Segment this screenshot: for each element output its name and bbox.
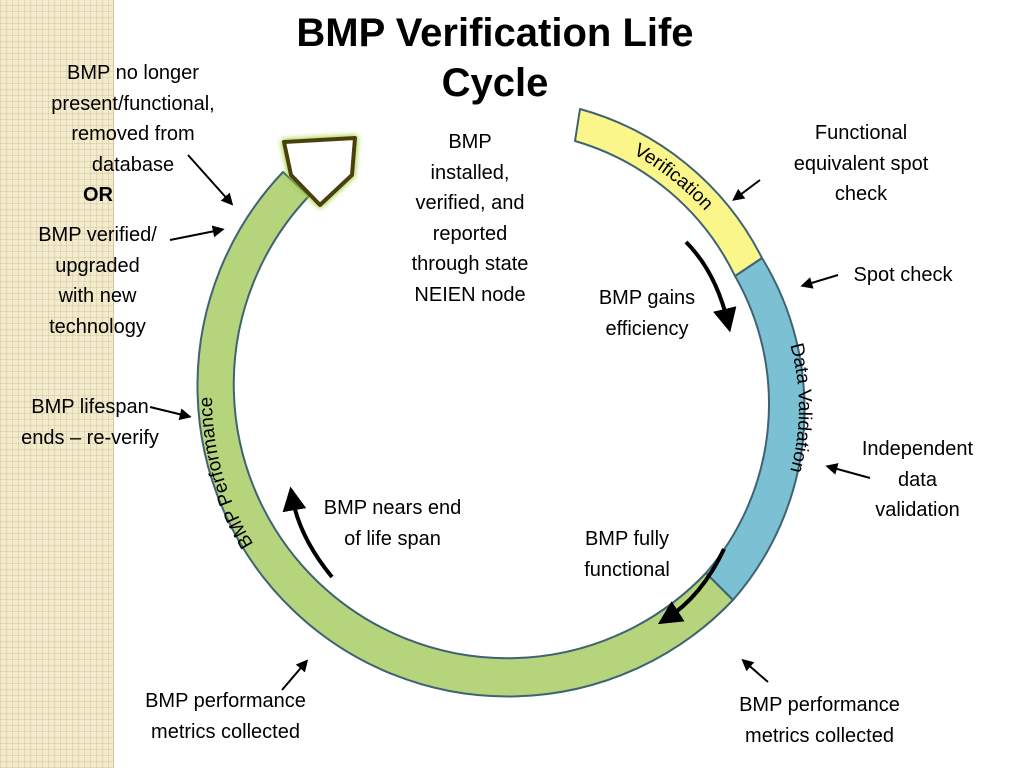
no-longer-pointer-icon: [187, 154, 234, 206]
label-line: Functional: [814, 122, 908, 144]
verification-segment: [574, 108, 763, 277]
spot-check-text: Spot check: [853, 264, 953, 286]
metrics-left-label: BMP performance metrics collected: [128, 686, 323, 747]
label-line: technology: [49, 315, 146, 338]
bmp-performance-segment: [196, 171, 734, 698]
label-line: with new: [58, 285, 137, 307]
label-line: metrics collected: [745, 724, 894, 747]
page-title: BMP Verification Life Cycle: [250, 8, 740, 108]
independent-validation-label: Independent data validation: [845, 434, 990, 526]
label-line: BMP gains: [598, 287, 696, 309]
metrics-right-label: BMP performance metrics collected: [722, 690, 917, 751]
label-line: BMP no longer: [67, 62, 199, 84]
metrics-left-pointer-icon: [281, 659, 309, 691]
label-line: NEIEN node: [414, 283, 526, 306]
label-line: BMP lifespan: [31, 396, 149, 418]
title-line-2: Cycle: [441, 61, 549, 105]
label-line: upgraded: [55, 254, 140, 277]
upgraded-label: BMP verified/upgraded with new technology: [20, 220, 175, 342]
functional-equivalent-pointer-icon: [732, 179, 761, 201]
or-label: OR: [78, 180, 118, 211]
title-line-1: BMP Verification Life: [296, 11, 694, 55]
label-line: removed from: [71, 123, 195, 145]
spot-check-pointer-icon: [800, 274, 839, 289]
label-line: through state: [411, 253, 529, 275]
label-line: BMP fully: [584, 528, 670, 550]
fully-functional-arrow-icon: [657, 548, 726, 625]
label-line: BMP nears end: [323, 497, 462, 519]
label-line: database: [91, 153, 175, 176]
functional-equivalent-label: Functional equivalent spot check: [770, 118, 952, 210]
label-line: BMP verified/: [38, 224, 157, 246]
decorative-side-strip: [0, 0, 114, 768]
label-line: present/functional,: [51, 92, 215, 115]
spot-check-label: Spot check: [840, 260, 966, 291]
label-line: data: [898, 468, 937, 491]
cycle-arrowhead-icon: [282, 136, 357, 207]
label-line: BMP: [448, 131, 492, 153]
label-line: Independent: [861, 438, 974, 460]
gains-efficiency-label: BMP gains efficiency: [582, 283, 712, 344]
no-longer-present-label: BMP no longer present/functional, removed …: [28, 58, 238, 180]
label-line: verified, and: [415, 192, 525, 214]
label-line: functional: [584, 558, 670, 581]
center-label: BMP installed, verified, and reported throug…: [395, 127, 545, 310]
label-line: validation: [875, 499, 960, 521]
label-line: metrics collected: [151, 720, 300, 743]
verification-segment-label: Verification: [630, 140, 717, 215]
gains-efficiency-arrow-icon: [684, 240, 737, 333]
data-validation-segment: [705, 257, 806, 601]
label-line: of life span: [344, 527, 441, 550]
nears-end-arrow-icon: [282, 486, 334, 579]
independent-validation-pointer-icon: [825, 463, 871, 479]
metrics-right-pointer-icon: [741, 658, 769, 683]
nears-end-label: BMP nears end of life span: [305, 493, 480, 554]
or-text: OR: [83, 184, 113, 206]
label-line: installed,: [430, 161, 510, 184]
lifespan-ends-label: BMP lifespan ends – re-verify: [4, 392, 176, 453]
upgraded-pointer-icon: [169, 225, 225, 241]
label-line: BMP performance: [739, 694, 900, 716]
label-line: efficiency: [605, 317, 689, 340]
label-line: BMP performance: [145, 690, 306, 712]
label-line: reported: [432, 222, 508, 245]
fully-functional-label: BMP fully functional: [562, 524, 692, 585]
lifespan-pointer-icon: [149, 406, 192, 421]
label-line: ends – re-verify: [21, 426, 159, 449]
label-line: check: [834, 183, 888, 205]
label-line: equivalent spot: [793, 152, 929, 175]
